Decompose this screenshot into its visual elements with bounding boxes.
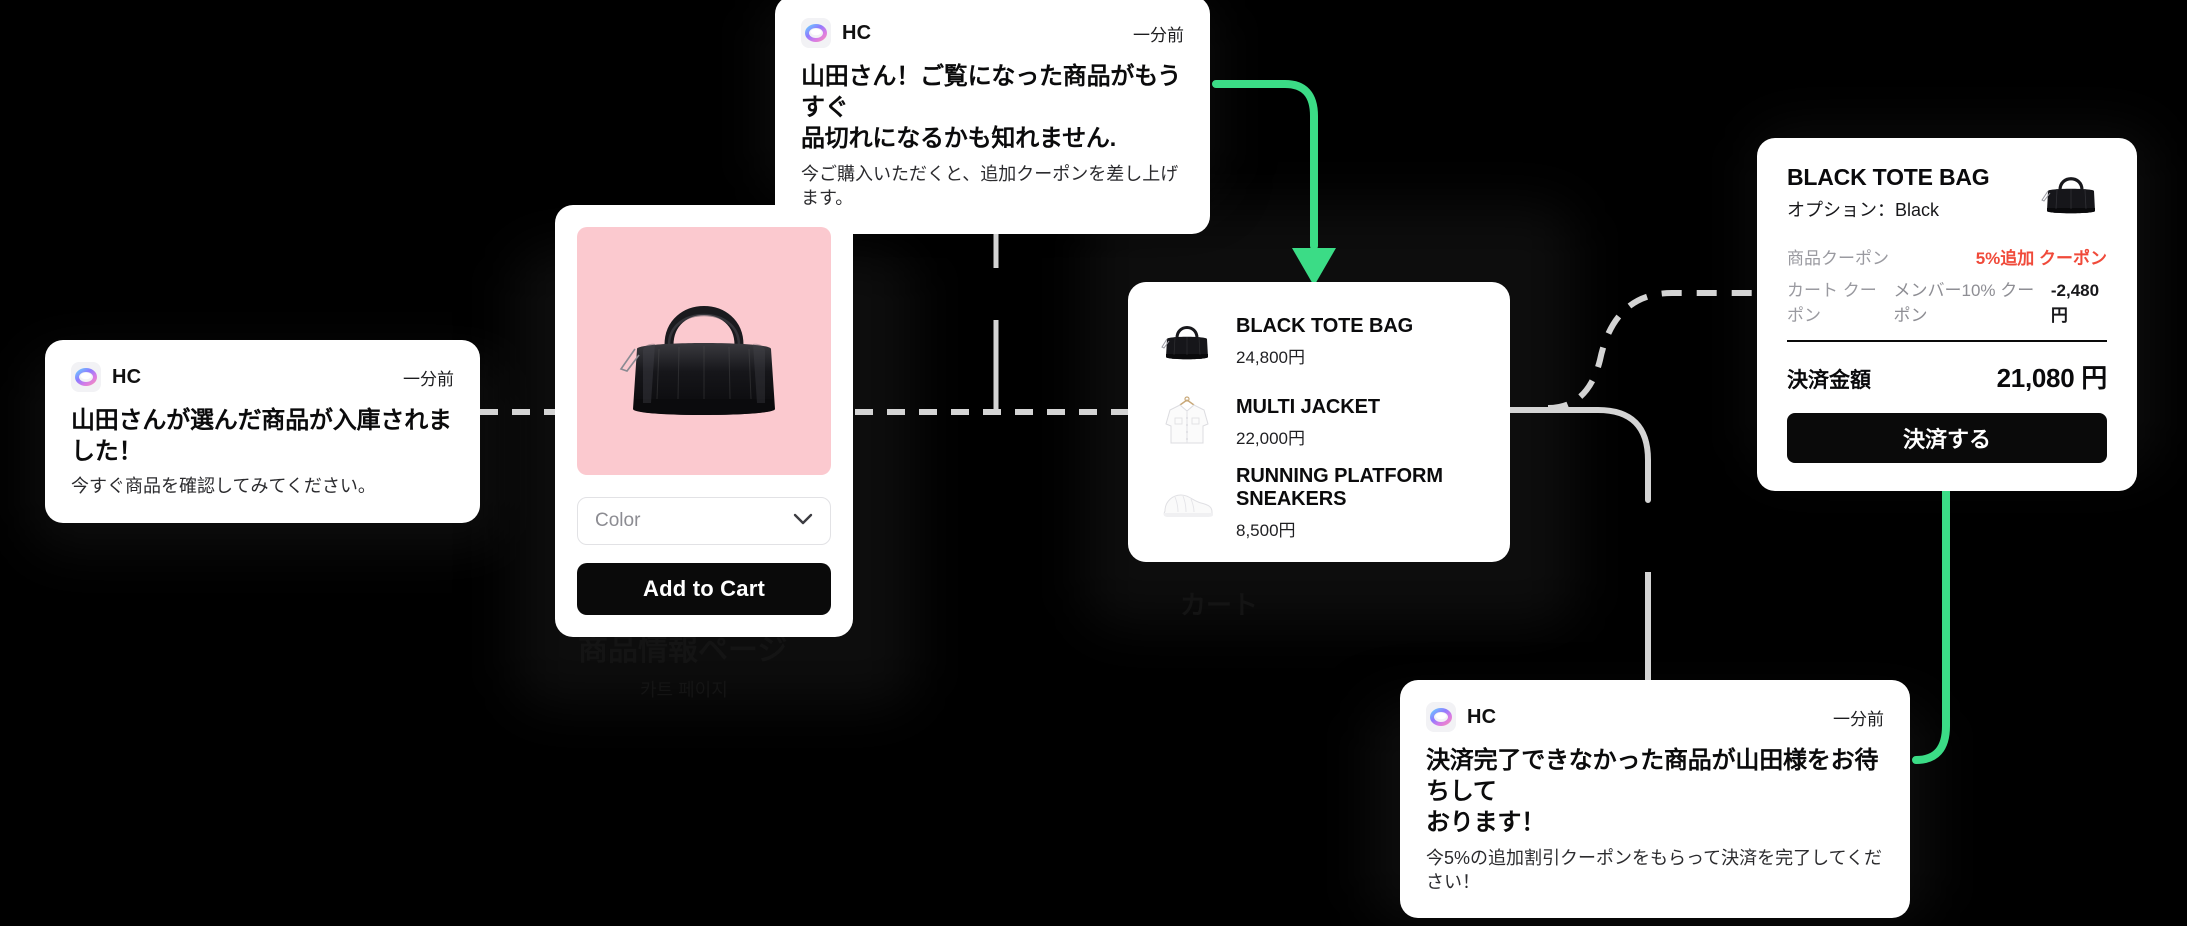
notification-subtitle: 今5%の追加割引クーポンをもらって決済を完了してください！ (1426, 847, 1883, 892)
coupon-middle-text: メンバー10% クーポン (1893, 281, 2035, 325)
notification-title-line2: 品切れになるかも知れません. (801, 125, 1117, 153)
ghost-text: 카트 페이지 (640, 680, 728, 700)
coupon-value: 5%追加 クーポン (1975, 249, 2107, 268)
notification-timestamp: 一分前 (1133, 25, 1184, 45)
notification-timestamp: 一分前 (403, 369, 454, 389)
dashed-connector-checkout (1547, 290, 1752, 411)
white-sneakers-thumb (1156, 472, 1218, 534)
checkout-product-text: BLACK TOTE BAG オプション：Black (1787, 164, 1990, 222)
checkout-product-title: BLACK TOTE BAG (1787, 164, 1990, 190)
notification-title: 山田さんが選んだ商品が入庫されました！ (71, 407, 452, 466)
checkout-line-product-coupon: 商品クーポン 5%追加 クーポン (1787, 244, 2107, 269)
cart-item-row[interactable]: MULTI JACKET 22,000円 (1156, 387, 1482, 457)
app-name: HC (1467, 705, 1497, 728)
notification-header: HC 一分前 (1426, 702, 1884, 732)
notification-header: HC 一分前 (801, 18, 1184, 48)
notification-card-restock[interactable]: HC 一分前 山田さんが選んだ商品が入庫されました！ 今すぐ商品を確認してみてく… (45, 340, 480, 523)
total-label: 決済金額 (1787, 369, 1871, 392)
add-to-cart-button[interactable]: Add to Cart (577, 563, 831, 615)
notification-card-abandoned-cart[interactable]: HC 一分前 決済完了できなかった商品が山田様をお待ちして おります！ 今5%の… (1400, 680, 1910, 919)
checkout-line-cart-coupon: カート クーポン メンバー10% クーポン -2,480円 (1787, 276, 2107, 326)
hc-gradient-ring-icon (71, 362, 101, 392)
hc-gradient-ring-icon (801, 18, 831, 48)
black-tote-bag-photo (619, 306, 775, 415)
checkout-summary-card[interactable]: BLACK TOTE BAG オプション：Black 商品クーポン 5%追加 ク (1757, 138, 2137, 491)
divider (1787, 340, 2107, 342)
color-option-dropdown[interactable]: Color (577, 497, 831, 545)
checkout-product-header: BLACK TOTE BAG オプション：Black (1787, 164, 2107, 222)
notification-title-line1: 山田さん！ご覧になった商品がもうすぐ (801, 63, 1182, 122)
black-tote-bag-thumb (2035, 164, 2107, 222)
cart-item-name: MULTI JACKET (1236, 395, 1380, 418)
coupon-value: -2,480円 (2050, 281, 2100, 325)
white-jacket-thumb (1156, 391, 1218, 453)
notification-header: HC 一分前 (71, 362, 454, 392)
total-value: 21,080 円 (1996, 363, 2108, 393)
cart-item-price: 8,500円 (1236, 521, 1296, 540)
chevron-down-icon (793, 512, 813, 530)
checkout-product-option: オプション：Black (1787, 200, 1940, 220)
cart-item-name: BLACK TOTE BAG (1236, 314, 1414, 337)
pay-button[interactable]: 決済する (1787, 413, 2107, 463)
product-detail-card[interactable]: Color Add to Cart (555, 205, 853, 637)
cart-item-price: 24,800円 (1236, 347, 1305, 367)
ghost-text: カート (1180, 590, 1259, 620)
notification-timestamp: 一分前 (1833, 709, 1884, 729)
notification-title-line2: おります！ (1426, 809, 1545, 837)
hc-gradient-ring-icon (1426, 702, 1456, 732)
cart-item-row[interactable]: BLACK TOTE BAG 24,800円 (1156, 306, 1482, 376)
cart-item-row[interactable]: RUNNING PLATFORM SNEAKERS 8,500円 (1156, 465, 1482, 541)
cart-item-name: RUNNING PLATFORM SNEAKERS (1236, 465, 1443, 510)
notification-subtitle: 今すぐ商品を確認してみてください。 (71, 476, 376, 497)
app-name: HC (842, 21, 872, 44)
coupon-label: カート クーポン (1787, 281, 1877, 325)
app-name: HC (112, 365, 142, 388)
checkout-total-row: 決済金額 21,080 円 (1787, 358, 2107, 395)
black-tote-bag-thumb (1156, 310, 1218, 372)
checkout-coupon-lines: 商品クーポン 5%追加 クーポン カート クーポン メンバー10% クーポン -… (1787, 244, 2107, 326)
notification-subtitle: 今ご購入いただくと、追加クーポンを差し上げます。 (801, 163, 1179, 208)
cart-summary-card[interactable]: BLACK TOTE BAG 24,800円 MULTI JACKET 22,0… (1128, 282, 1510, 562)
color-dropdown-placeholder: Color (595, 510, 641, 531)
cart-item-info: MULTI JACKET 22,000円 (1236, 396, 1380, 449)
cart-item-info: RUNNING PLATFORM SNEAKERS 8,500円 (1236, 465, 1482, 541)
cart-item-price: 22,000円 (1236, 428, 1305, 448)
notification-card-low-stock[interactable]: HC 一分前 山田さん！ご覧になった商品がもうすぐ 品切れになるかも知れません.… (775, 0, 1210, 235)
notification-title-line1: 決済完了できなかった商品が山田様をお待ちして (1426, 747, 1879, 806)
product-image (577, 227, 831, 475)
cart-item-info: BLACK TOTE BAG 24,800円 (1236, 315, 1413, 368)
ghost-text: 商品情報ページ (578, 634, 788, 667)
coupon-label: 商品クーポン (1787, 249, 1889, 268)
